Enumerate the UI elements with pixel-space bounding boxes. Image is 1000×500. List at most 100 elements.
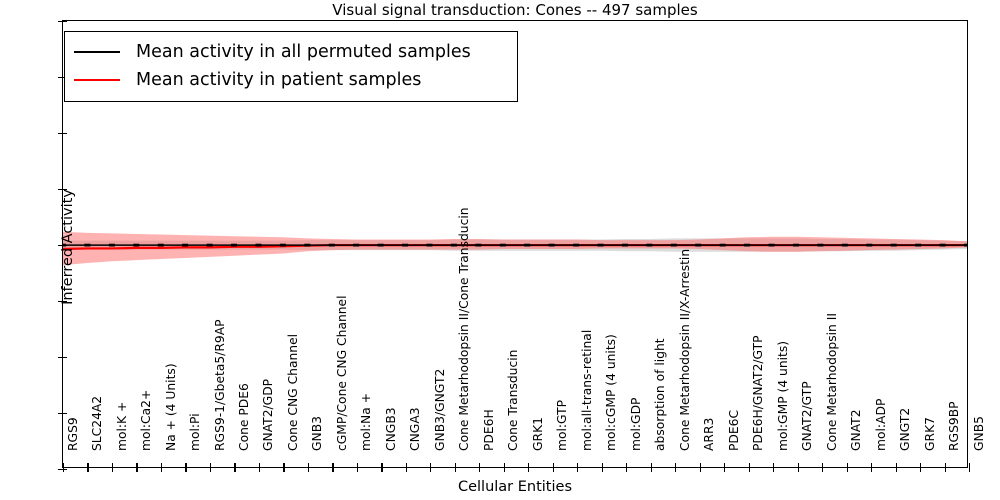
y-tick-mark-inner bbox=[63, 469, 67, 471]
mean-line-marker bbox=[157, 243, 164, 247]
x-tick-label: mol:GDP bbox=[628, 397, 643, 451]
y-tick-mark bbox=[58, 77, 63, 79]
x-tick-mark bbox=[454, 467, 456, 472]
x-tick-mark bbox=[234, 467, 236, 472]
x-tick-mark bbox=[430, 467, 432, 472]
x-tick-mark-inner bbox=[283, 463, 285, 467]
x-tick-label: mol:Na + bbox=[359, 392, 374, 451]
x-tick-mark-inner bbox=[552, 463, 554, 467]
x-tick-label: CNGA3 bbox=[408, 407, 423, 451]
x-tick-label: mol:all-trans-retinal bbox=[579, 329, 594, 451]
legend-item: Mean activity in all permuted samples bbox=[74, 38, 505, 66]
x-tick-mark-inner bbox=[846, 463, 848, 467]
x-tick-mark-inner bbox=[136, 463, 138, 467]
mean-line-marker bbox=[133, 243, 140, 247]
mean-line-marker bbox=[548, 243, 555, 247]
x-tick-label: GRK1 bbox=[530, 417, 545, 451]
y-tick-mark bbox=[58, 21, 63, 23]
mean-line-marker bbox=[939, 243, 946, 247]
x-tick-label: SLC24A2 bbox=[90, 395, 105, 451]
x-tick-label: cGMP/Cone CNG Channel bbox=[334, 295, 349, 451]
mean-line-marker bbox=[621, 243, 628, 247]
x-tick-mark-inner bbox=[724, 463, 726, 467]
y-tick-mark-inner bbox=[63, 133, 67, 135]
mean-line-marker bbox=[597, 243, 604, 247]
x-tick-mark-inner bbox=[430, 463, 432, 467]
x-tick-mark-inner bbox=[332, 463, 334, 467]
x-tick-mark bbox=[650, 467, 652, 472]
x-tick-mark-inner bbox=[773, 463, 775, 467]
x-tick-mark bbox=[209, 467, 212, 472]
x-tick-mark-inner bbox=[87, 463, 89, 467]
mean-line-marker bbox=[792, 243, 799, 247]
x-tick-mark bbox=[503, 467, 505, 472]
x-tick-mark-inner bbox=[111, 463, 114, 467]
x-tick-label: GNB3 bbox=[310, 416, 325, 451]
mean-line-marker bbox=[817, 243, 824, 247]
mean-line-marker bbox=[402, 243, 409, 247]
y-tick-mark bbox=[58, 413, 63, 415]
x-tick-mark bbox=[871, 467, 873, 472]
x-tick-label: GNAT2/GTP bbox=[800, 381, 815, 451]
x-tick-label: absorption of light bbox=[653, 338, 668, 451]
mean-line-marker bbox=[646, 243, 653, 247]
x-tick-mark bbox=[528, 467, 530, 472]
x-tick-label: mol:ADP bbox=[873, 398, 888, 451]
mean-line-marker bbox=[475, 243, 482, 247]
x-tick-mark-inner bbox=[675, 463, 677, 467]
x-tick-mark bbox=[846, 467, 848, 472]
x-tick-label: Cone PDE6 bbox=[237, 383, 251, 451]
legend-label-patient: Mean activity in patient samples bbox=[136, 70, 422, 90]
mean-line-marker bbox=[744, 243, 751, 247]
x-tick-mark-inner bbox=[626, 463, 628, 467]
x-tick-mark-inner bbox=[405, 463, 407, 467]
x-tick-mark bbox=[675, 467, 677, 472]
x-tick-mark bbox=[969, 467, 971, 472]
y-tick-mark bbox=[58, 301, 63, 303]
x-tick-label: mol:K + bbox=[114, 401, 129, 451]
x-tick-mark-inner bbox=[895, 463, 897, 467]
x-tick-label: Cone Transducin bbox=[506, 349, 521, 451]
x-tick-label: GNGT2 bbox=[898, 407, 913, 451]
x-tick-mark bbox=[552, 467, 554, 472]
x-tick-label: Cone Metarhodopsin II/Cone Transducin bbox=[457, 207, 472, 451]
x-tick-mark-inner bbox=[969, 463, 971, 467]
mean-line-marker bbox=[206, 243, 213, 247]
mean-line-marker bbox=[231, 243, 238, 247]
x-tick-label: Cone Metarhodopsin II bbox=[824, 313, 839, 451]
x-tick-mark bbox=[626, 467, 628, 472]
x-tick-mark bbox=[283, 467, 285, 472]
mean-line-marker bbox=[84, 243, 91, 247]
mean-line-marker bbox=[304, 243, 311, 247]
x-tick-mark bbox=[136, 467, 138, 472]
x-tick-mark-inner bbox=[944, 463, 946, 467]
x-tick-mark-inner bbox=[63, 463, 65, 467]
x-tick-mark bbox=[332, 467, 334, 472]
x-tick-mark-inner bbox=[601, 463, 603, 467]
mean-line-marker bbox=[670, 243, 677, 247]
y-tick-mark bbox=[58, 469, 63, 471]
x-tick-mark-inner bbox=[797, 463, 799, 467]
x-tick-mark bbox=[63, 467, 65, 472]
x-tick-label: mol:GTP bbox=[555, 399, 570, 451]
mean-line-marker bbox=[866, 243, 873, 247]
x-tick-label: GNAT2/GDP bbox=[261, 378, 276, 451]
plot-svg bbox=[63, 231, 967, 266]
x-tick-mark-inner bbox=[185, 463, 187, 467]
legend-label-permuted: Mean activity in all permuted samples bbox=[136, 42, 471, 62]
y-tick-mark bbox=[58, 245, 63, 247]
mean-line-marker bbox=[890, 243, 897, 247]
x-tick-mark-inner bbox=[479, 463, 481, 467]
legend-item: Mean activity in patient samples bbox=[74, 66, 505, 94]
y-tick-mark-inner bbox=[63, 357, 67, 359]
mean-line-marker bbox=[915, 243, 922, 247]
x-tick-label: PDE6H/GNAT2/GTP bbox=[751, 335, 766, 451]
x-tick-label: GRK7 bbox=[922, 417, 937, 451]
x-tick-mark-inner bbox=[650, 463, 652, 467]
x-tick-label: mol:cGMP (4 units) bbox=[604, 334, 619, 451]
x-tick-mark-inner bbox=[920, 463, 922, 467]
x-tick-label: ARR3 bbox=[702, 417, 717, 451]
mean-line-marker bbox=[353, 243, 360, 247]
x-tick-mark-inner bbox=[503, 463, 505, 467]
